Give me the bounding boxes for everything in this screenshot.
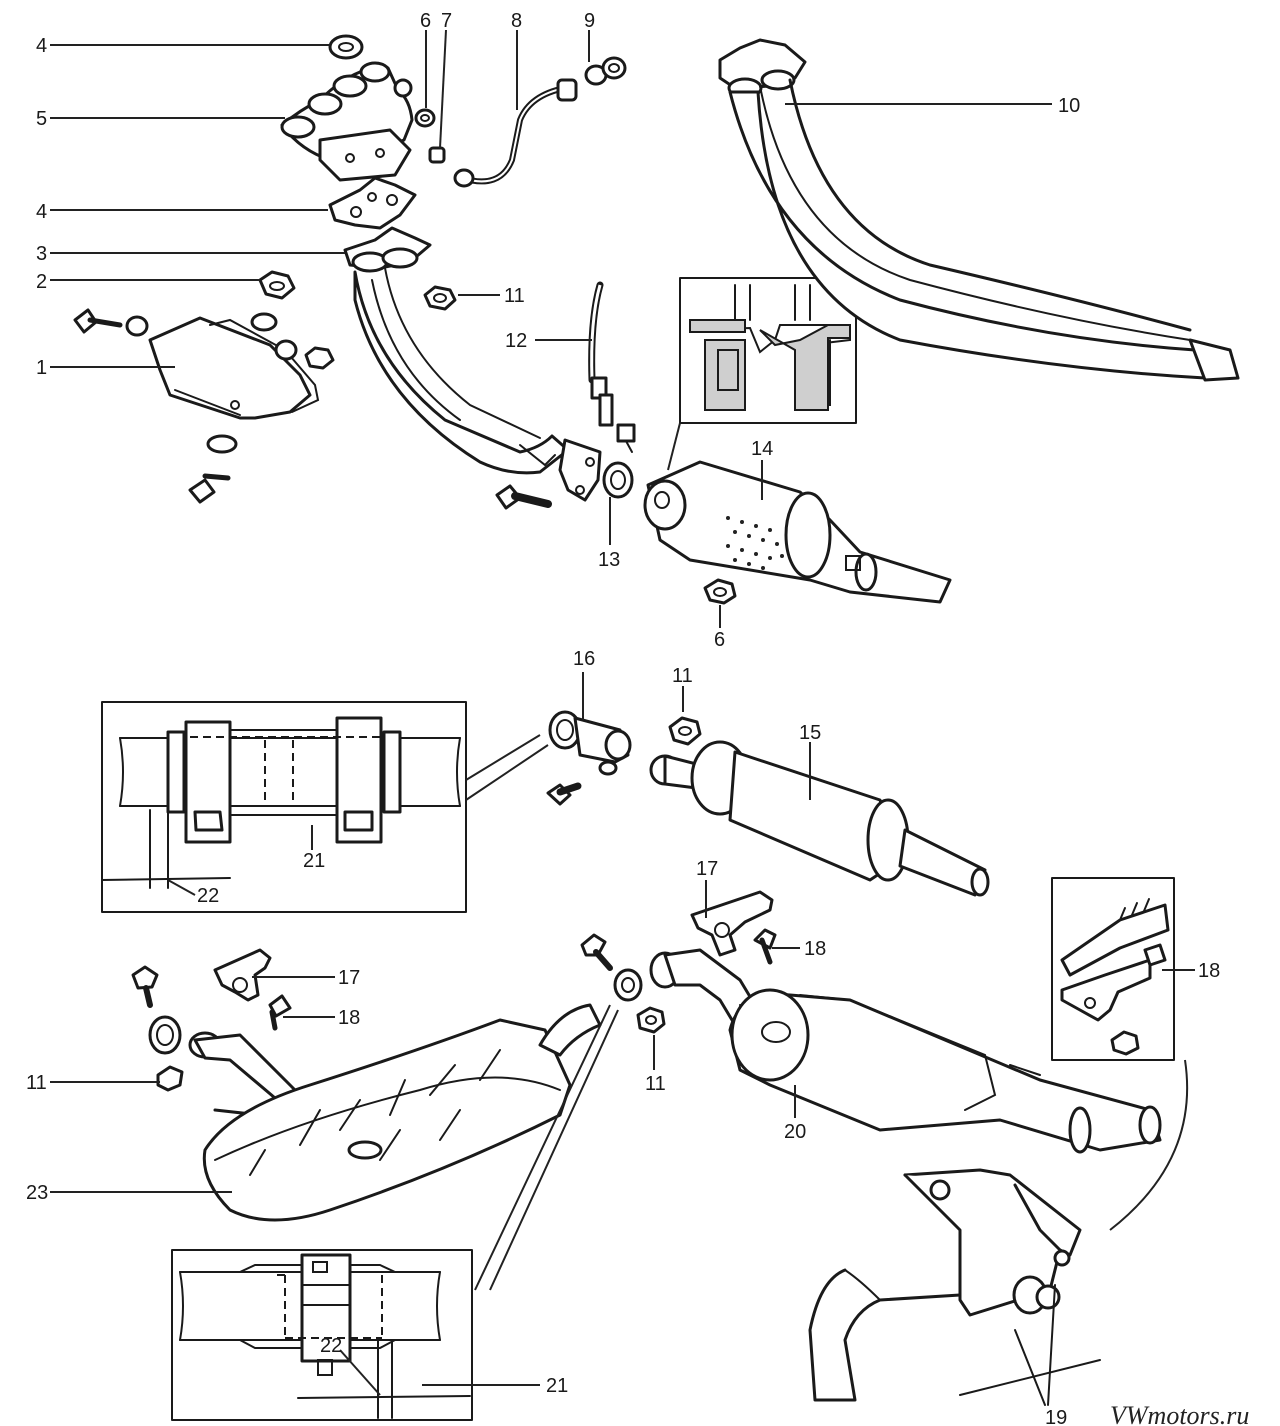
washer-6-top <box>414 108 436 128</box>
leader-lines <box>50 29 1195 1406</box>
label-21a: 21 <box>303 850 325 872</box>
label-11c: 11 <box>26 1072 47 1094</box>
label-13: 13 <box>598 549 620 571</box>
label-20: 20 <box>784 1121 806 1143</box>
label-7: 7 <box>441 10 452 32</box>
rear-hanger-detail-19 <box>808 1168 1101 1402</box>
label-14: 14 <box>751 438 773 460</box>
nut-11-top <box>423 285 457 311</box>
detail-inset-hanger <box>1051 877 1189 1231</box>
label-22b: 22 <box>320 1335 342 1357</box>
label-11a: 11 <box>504 285 525 307</box>
bracket-1 <box>73 308 335 504</box>
label-3: 3 <box>36 243 47 265</box>
heat-tube-8 <box>453 78 578 188</box>
label-6a: 6 <box>420 10 431 32</box>
label-12: 12 <box>505 330 527 352</box>
label-19: 19 <box>1045 1407 1067 1426</box>
label-16: 16 <box>573 648 595 670</box>
label-1: 1 <box>36 357 47 379</box>
perforation-dots <box>726 516 784 570</box>
label-2: 2 <box>36 271 47 293</box>
rear-clamp-left <box>131 965 184 1092</box>
label-9: 9 <box>584 10 595 32</box>
label-4b: 4 <box>36 201 47 223</box>
label-17a: 17 <box>696 858 718 880</box>
nut-7 <box>428 146 446 164</box>
nut-2 <box>258 270 296 300</box>
label-11d: 11 <box>645 1073 666 1095</box>
downpipe-flange-3 <box>343 226 432 273</box>
label-8: 8 <box>511 10 522 32</box>
front-downpipe <box>353 267 602 502</box>
label-17b: 17 <box>338 967 360 989</box>
catalytic-converter-14 <box>643 460 952 605</box>
bolt-13-area <box>495 461 634 510</box>
long-downpipe-10 <box>718 38 1240 382</box>
clamp-16 <box>546 710 632 806</box>
label-23: 23 <box>26 1182 48 1204</box>
hanger-17-mid <box>690 890 777 965</box>
label-10: 10 <box>1058 95 1080 117</box>
gasket-ring-4 <box>328 34 364 60</box>
sleeve-9 <box>584 56 627 86</box>
oxygen-sensor-12 <box>588 281 636 453</box>
label-22a: 22 <box>197 885 219 907</box>
label-5: 5 <box>36 108 47 130</box>
gasket-plate-4 <box>328 176 417 230</box>
label-21b: 21 <box>546 1375 568 1397</box>
detail-inset-flange <box>667 277 857 471</box>
hanger-17-left <box>213 948 292 1031</box>
front-muffler-20 <box>649 948 1162 1154</box>
label-18a: 18 <box>804 938 826 960</box>
detail-inset-clamp-top <box>101 701 549 913</box>
label-18b: 18 <box>1198 960 1220 982</box>
label-4a: 4 <box>36 35 47 57</box>
rear-muffler-23 <box>188 1003 602 1222</box>
intermediate-muffler-15 <box>649 740 990 897</box>
exhaust-manifold-5 <box>280 61 414 182</box>
label-18c: 18 <box>338 1007 360 1029</box>
part-labels: 4 5 4 3 2 1 6 7 8 9 10 11 12 13 14 6 16 … <box>26 10 1220 1426</box>
label-15: 15 <box>799 722 821 744</box>
clamp-bottom-center <box>474 933 666 1291</box>
nut-11-mid <box>668 716 702 746</box>
watermark: VWmotors.ru <box>1110 1401 1249 1426</box>
label-6b: 6 <box>714 629 725 651</box>
label-11b: 11 <box>672 665 693 687</box>
detail-inset-clamp-bottom <box>171 1249 473 1421</box>
